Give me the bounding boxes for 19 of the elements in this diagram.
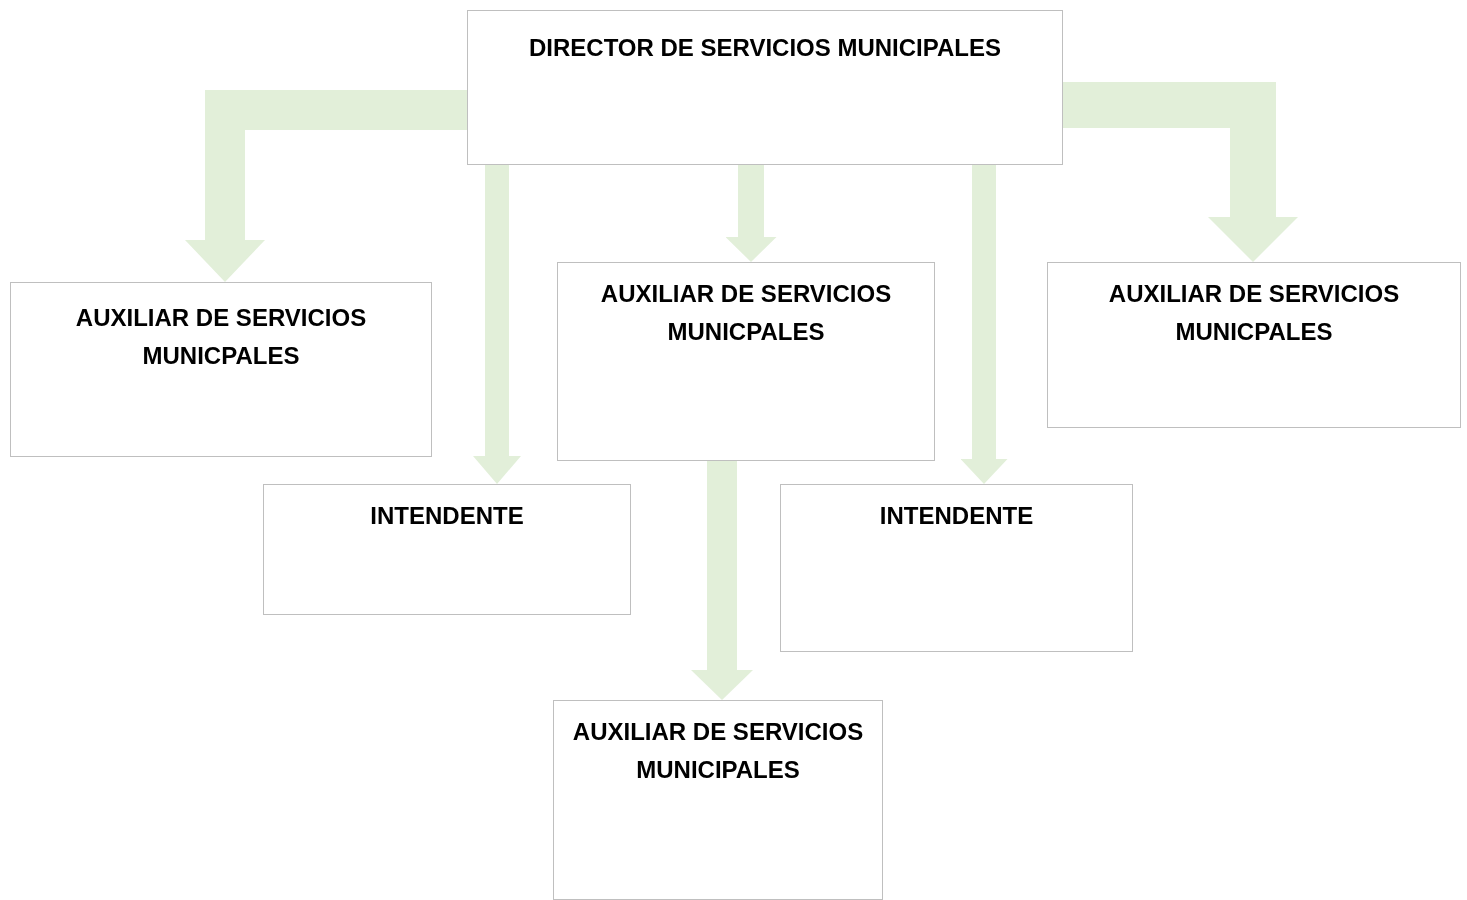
position-title: INTENDENTE — [369, 501, 525, 531]
position-title: AUXILIAR DE SERVICIOS MUNICPALES — [599, 279, 893, 347]
position-title: AUXILIAR DE SERVICIOS MUNICIPALES — [571, 717, 865, 785]
org-box — [467, 10, 1063, 165]
org-box — [780, 484, 1133, 652]
org-box — [553, 700, 883, 900]
org-box — [1047, 262, 1461, 428]
org-box — [10, 282, 432, 457]
block-arrow — [691, 461, 753, 700]
block-arrow — [473, 165, 521, 484]
block-arrow — [960, 165, 1008, 484]
org-box — [263, 484, 631, 615]
block-arrow — [725, 165, 777, 262]
position-title: AUXILIAR DE SERVICIOS MUNICPALES — [1107, 279, 1401, 347]
org-box — [557, 262, 935, 461]
position-title: INTENDENTE — [878, 501, 1035, 531]
block-arrow — [185, 90, 467, 282]
position-title: DIRECTOR DE SERVICIOS MUNICIPALES — [527, 33, 1003, 63]
position-title: AUXILIAR DE SERVICIOS MUNICPALES — [74, 303, 368, 371]
